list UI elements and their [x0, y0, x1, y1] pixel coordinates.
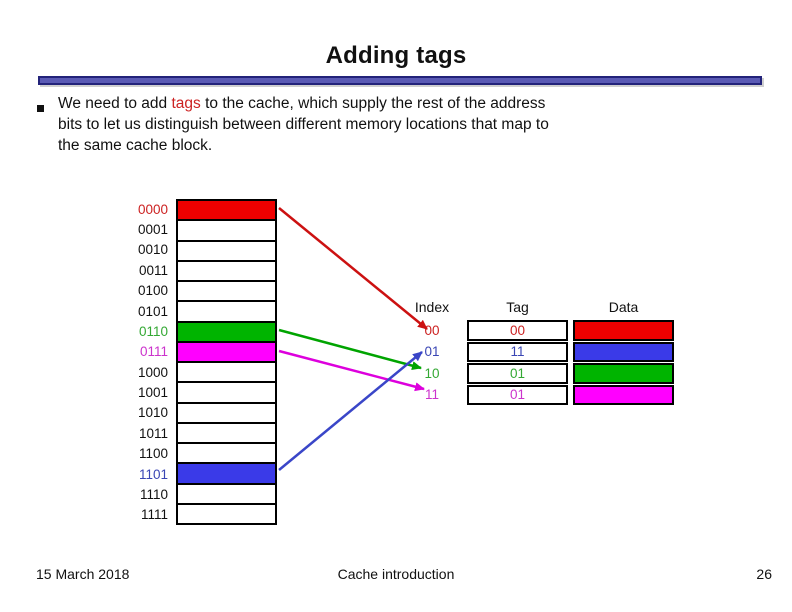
memory-block-row: [178, 302, 275, 323]
memory-address-label: 1100: [138, 446, 168, 462]
memory-address-label: 0100: [137, 283, 168, 299]
arrow-mem0110-to-index10: [278, 328, 422, 371]
data-cell: [573, 384, 674, 405]
memory-block-row: [178, 221, 275, 242]
tag-cell: 11: [467, 341, 568, 362]
memory-address-label: 0001: [137, 222, 168, 238]
index-header: Index: [414, 299, 450, 315]
memory-block-row: [178, 363, 275, 384]
memory-block-row: [178, 241, 275, 262]
tag-cell: 01: [467, 363, 568, 384]
tag-column: 00 11 01 01: [467, 320, 568, 405]
memory-address-label: 1000: [137, 364, 168, 380]
memory-address-label: 0101: [137, 303, 168, 319]
tag-cell: 00: [467, 320, 568, 341]
memory-block-row: [178, 504, 275, 523]
data-header: Data: [608, 299, 639, 315]
memory-address-label: 1001: [137, 385, 168, 401]
bullet-text-line3: the same cache block.: [58, 137, 213, 154]
tag-header: Tag: [506, 299, 529, 315]
tag-cell: 01: [467, 384, 568, 405]
memory-block-row: [178, 322, 275, 343]
memory-address-label: 1011: [138, 425, 168, 441]
index-value: 00: [424, 323, 440, 339]
memory-address-label: 1101: [138, 466, 168, 482]
index-value: 10: [424, 365, 440, 381]
memory-block-row: [178, 403, 275, 424]
bullet-text-line2: bits to let us distinguish between diffe…: [58, 116, 549, 133]
bullet-paragraph: We need to add tags to the cache, which …: [58, 93, 758, 156]
memory-address-label: 1111: [140, 507, 168, 523]
bullet-text-pre: We need to add: [58, 95, 172, 112]
memory-blocks: [176, 199, 277, 525]
bullet-text-line1: to the cache, which supply the rest of t…: [200, 95, 546, 112]
memory-block-row: [178, 444, 275, 465]
arrow-mem1101-to-index01: [278, 351, 423, 471]
memory-address-label: 0010: [137, 242, 168, 258]
bullet-highlight-tags: tags: [171, 95, 201, 112]
footer-page-number: 26: [756, 566, 772, 582]
index-value: 11: [424, 386, 439, 402]
memory-address-label: 0110: [138, 323, 168, 339]
memory-block-row: [178, 261, 275, 282]
arrow-mem0111-to-index11: [278, 349, 425, 392]
index-value: 01: [424, 344, 440, 360]
data-cell: [573, 341, 674, 362]
memory-block-row: [178, 383, 275, 404]
footer-date: 15 March 2018: [36, 566, 130, 582]
memory-block-row: [178, 282, 275, 303]
memory-block-row: [178, 201, 275, 222]
memory-address-label: 0000: [137, 201, 168, 217]
index-values: 00 01 10 11: [416, 320, 448, 405]
data-column: [573, 320, 674, 405]
memory-block-row: [178, 484, 275, 505]
memory-address-labels: 0000 0001 0010 0011 0100 0101 0110 0111 …: [100, 199, 168, 525]
data-cell: [573, 320, 674, 341]
memory-address-label: 1010: [137, 405, 168, 421]
title-divider: [38, 76, 762, 85]
data-cell: [573, 363, 674, 384]
memory-address-label: 0111: [139, 344, 168, 360]
page-title: Adding tags: [325, 42, 467, 69]
bullet-icon: [37, 105, 44, 112]
memory-block-row: [178, 342, 275, 363]
footer-course: Cache introduction: [337, 566, 455, 582]
memory-block-row: [178, 464, 275, 485]
memory-address-label: 0011: [138, 262, 168, 278]
memory-address-label: 1110: [139, 486, 168, 502]
memory-block-row: [178, 423, 275, 444]
